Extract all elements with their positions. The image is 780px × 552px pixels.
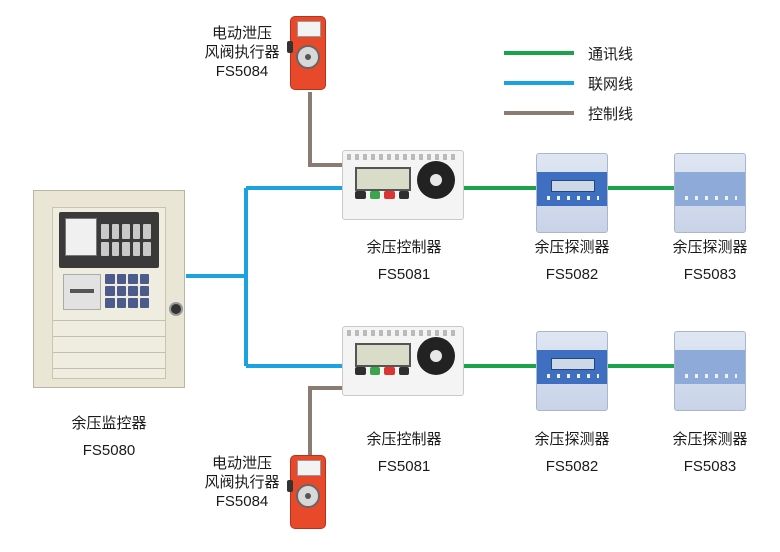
- bottom-detector2-name: 余压探测器: [672, 430, 748, 448]
- top-controller-label: 余压控制器 FS5081: [343, 238, 465, 284]
- legend-label-network: 联网线: [588, 74, 634, 93]
- top-detector2-name: 余压探测器: [672, 238, 748, 256]
- bottom-controller-device: [342, 326, 464, 396]
- bottom-controller-label: 余压控制器 FS5081: [343, 430, 465, 476]
- monitor-panel: [59, 212, 159, 268]
- legend-item-control: 控制线: [504, 98, 633, 128]
- controller-lcd: [355, 343, 411, 367]
- actuator-dial-icon: [296, 45, 320, 69]
- bottom-detector2-model: FS5083: [683, 458, 737, 475]
- legend-swatch-network: [504, 81, 574, 85]
- lock-icon: [169, 302, 183, 316]
- legend-swatch-control: [504, 111, 574, 115]
- top-actuator-label: 电动泄压 风阀执行器 FS5084: [196, 24, 288, 81]
- controller-nav-pad-icon: [417, 337, 455, 375]
- legend-item-comm: 通讯线: [504, 38, 633, 68]
- controller-lcd: [355, 167, 411, 191]
- top-controller-device: [342, 150, 464, 220]
- monitor-screen: [65, 218, 97, 256]
- keypad-icon: [105, 274, 149, 308]
- top-controller-model: FS5081: [377, 266, 431, 283]
- top-actuator-device: [287, 16, 326, 90]
- bottom-actuator-device: [287, 455, 326, 529]
- bottom-controller-name: 余压控制器: [366, 430, 442, 448]
- monitor-model: FS5080: [82, 442, 136, 459]
- bottom-actuator-name-1: 电动泄压: [211, 454, 272, 472]
- top-detector1-label: 余压探测器 FS5082: [512, 238, 632, 284]
- top-actuator-name-1: 电动泄压: [211, 24, 272, 42]
- legend-item-network: 联网线: [504, 68, 633, 98]
- top-actuator-model: FS5084: [215, 63, 269, 80]
- control-line-top: [308, 92, 342, 167]
- legend-label-comm: 通讯线: [588, 44, 634, 63]
- bottom-controller-model: FS5081: [377, 458, 431, 475]
- legend-swatch-comm: [504, 51, 574, 55]
- monitor-cabinet: [33, 190, 185, 388]
- top-detector2-device: [674, 153, 746, 233]
- top-detector1-device: [536, 153, 608, 233]
- top-detector2-model: FS5083: [683, 266, 737, 283]
- monitor-name: 余压监控器: [71, 414, 147, 432]
- control-line-bottom: [308, 386, 342, 455]
- top-detector1-model: FS5082: [545, 266, 599, 283]
- controller-nav-pad-icon: [417, 161, 455, 199]
- top-detector1-name: 余压探测器: [534, 238, 610, 256]
- top-detector2-label: 余压探测器 FS5083: [650, 238, 770, 284]
- monitor-label: 余压监控器 FS5080: [44, 414, 174, 460]
- printer-icon: [63, 274, 101, 310]
- legend-label-control: 控制线: [588, 104, 634, 123]
- legend: 通讯线 联网线 控制线: [504, 38, 633, 128]
- bottom-actuator-label: 电动泄压 风阀执行器 FS5084: [196, 454, 288, 511]
- top-controller-name: 余压控制器: [366, 238, 442, 256]
- bottom-detector2-label: 余压探测器 FS5083: [650, 430, 770, 476]
- bottom-actuator-name-2: 风阀执行器: [204, 473, 280, 491]
- bottom-detector1-label: 余压探测器 FS5082: [512, 430, 632, 476]
- actuator-dial-icon: [296, 484, 320, 508]
- bottom-detector1-model: FS5082: [545, 458, 599, 475]
- bottom-detector1-name: 余压探测器: [534, 430, 610, 448]
- top-actuator-name-2: 风阀执行器: [204, 43, 280, 61]
- bottom-detector2-device: [674, 331, 746, 411]
- bottom-actuator-model: FS5084: [215, 493, 269, 510]
- bottom-detector1-device: [536, 331, 608, 411]
